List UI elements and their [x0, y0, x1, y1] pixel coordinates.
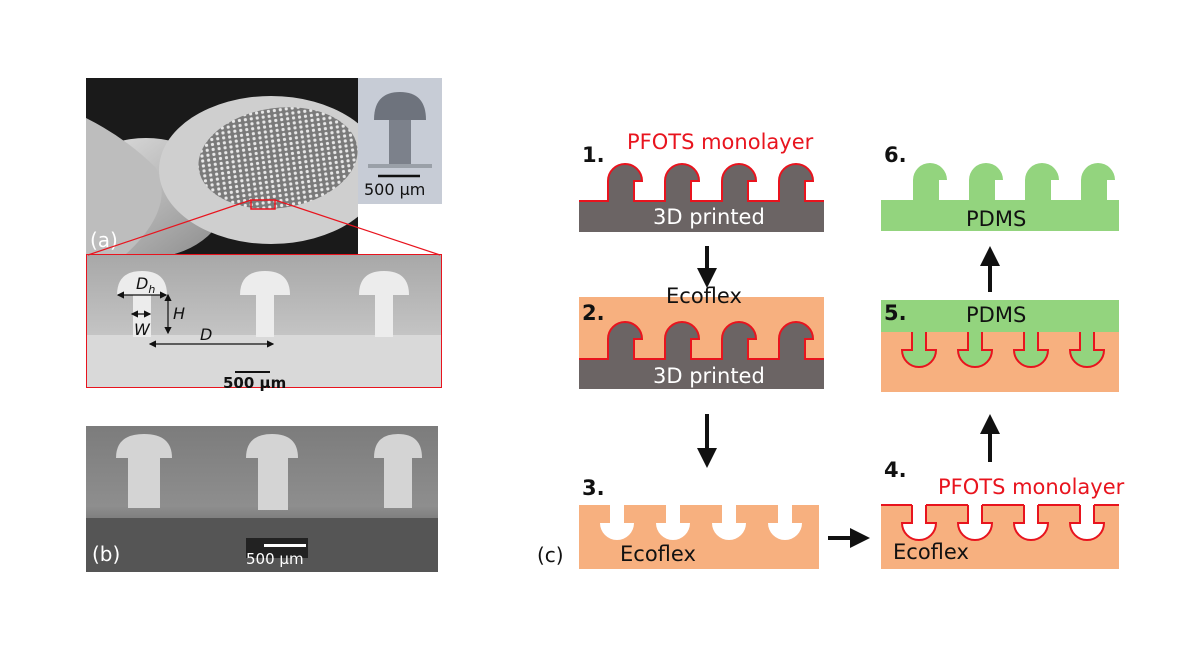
dim-d-label: D	[200, 325, 213, 344]
step-3-ecoflex-label: Ecoflex	[620, 542, 696, 566]
step-2-diagram	[579, 297, 824, 389]
pillar-array	[198, 107, 358, 209]
zoom-scale-label: 500 µm	[223, 374, 287, 392]
panel-b-scale-label: 500 µm	[246, 550, 304, 568]
mushroom-base	[368, 164, 432, 168]
step-2-base-label: 3D printed	[653, 364, 765, 388]
step-4-pfots-label: PFOTS monolayer	[938, 475, 1125, 499]
panel-b-scale-bar	[264, 544, 306, 547]
mushroom-stem	[389, 120, 411, 164]
sem-photo-graphic	[86, 426, 438, 572]
zoom-photo-graphic	[87, 255, 441, 387]
dim-dh-label: Dh	[136, 274, 156, 297]
step-6-pdms-label: PDMS	[966, 207, 1027, 231]
step-4-number: 4.	[884, 458, 907, 482]
inset-render: 500 µm	[358, 78, 442, 204]
step-4-diagram	[881, 504, 1119, 569]
step-1-number: 1.	[582, 143, 605, 167]
panel-c-letter: (c)	[537, 543, 564, 567]
inset-scale-label: 500 µm	[364, 180, 426, 199]
step-5-diagram	[881, 300, 1119, 392]
step-5-pdms-label: PDMS	[966, 303, 1027, 327]
step-2-number: 2.	[582, 301, 605, 325]
step-3-diagram	[579, 505, 819, 569]
panel-b-photo: (b) 500 µm	[86, 426, 438, 572]
panel-b-letter: (b)	[92, 542, 121, 566]
mushroom-cap	[374, 92, 426, 120]
dim-w-label: W	[134, 320, 150, 339]
panel-a-zoom-photo	[86, 254, 442, 388]
dim-h-label: H	[173, 304, 186, 323]
step-3-number: 3.	[582, 476, 605, 500]
inset-render-graphic	[368, 92, 432, 178]
step-6-diagram	[881, 163, 1119, 231]
step-4-ecoflex-label: Ecoflex	[893, 540, 969, 564]
step-2-ecoflex-label: Ecoflex	[666, 284, 742, 308]
step-1-base-label: 3D printed	[653, 205, 765, 229]
step-1-diagram	[579, 163, 824, 232]
step-1-pfots-label: PFOTS monolayer	[627, 130, 814, 154]
step-6-number: 6.	[884, 143, 907, 167]
step-5-number: 5.	[884, 301, 907, 325]
